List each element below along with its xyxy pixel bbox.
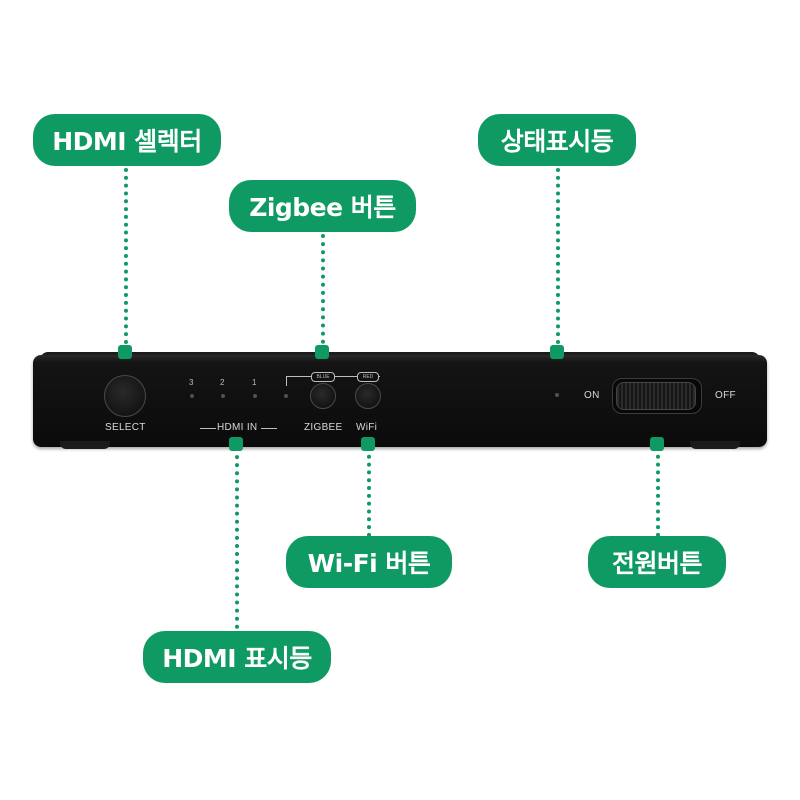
power-switch-knob[interactable] — [616, 382, 696, 410]
port-number-1: 1 — [252, 378, 257, 387]
anchor-dot-status-led — [550, 345, 564, 359]
select-button[interactable] — [104, 375, 146, 417]
select-label: SELECT — [105, 422, 146, 433]
anchor-dot-hdmi-selector — [118, 345, 132, 359]
anchor-dot-wifi-button — [361, 437, 375, 451]
device-foot-right — [690, 441, 740, 449]
hdmi-led-2 — [221, 394, 225, 398]
port-number-3: 3 — [189, 378, 194, 387]
device-foot-left — [60, 441, 110, 449]
leader-zigbee-button — [321, 234, 325, 352]
zigbee-status-led — [284, 394, 288, 398]
hdmi-led-1 — [253, 394, 257, 398]
callout-power-button: 전원버튼 — [588, 536, 726, 588]
leader-hdmi-selector — [124, 168, 128, 352]
tag-bracket-drop — [286, 376, 287, 386]
power-off-label: OFF — [715, 390, 736, 401]
power-on-label: ON — [584, 390, 600, 401]
hdmi-in-label: HDMI IN — [217, 422, 258, 433]
anchor-dot-power-button — [650, 437, 664, 451]
leader-wifi-button — [367, 447, 371, 537]
zigbee-button[interactable] — [310, 383, 336, 409]
callout-hdmi-selector: HDMI 셀렉터 — [33, 114, 221, 166]
callout-hdmi-led: HDMI 표시등 — [143, 631, 331, 683]
blue-tag: BLUE — [311, 372, 335, 382]
leader-power-button — [656, 447, 660, 537]
callout-status-led: 상태표시등 — [478, 114, 636, 166]
wifi-label: WiFi — [356, 422, 378, 433]
port-number-2: 2 — [220, 378, 225, 387]
callout-wifi-button: Wi-Fi 버튼 — [286, 536, 452, 588]
callout-zigbee-button: Zigbee 버튼 — [229, 180, 416, 232]
hdmi-in-line-right — [261, 428, 277, 429]
hdmi-led-3 — [190, 394, 194, 398]
anchor-dot-zigbee-button — [315, 345, 329, 359]
anchor-dot-hdmi-led — [229, 437, 243, 451]
wifi-button[interactable] — [355, 383, 381, 409]
leader-status-led — [556, 168, 560, 352]
hdmi-in-line-left — [200, 428, 216, 429]
red-tag: RED — [357, 372, 379, 382]
status-led — [555, 393, 559, 397]
power-switch[interactable] — [612, 378, 702, 414]
leader-hdmi-led — [235, 447, 239, 629]
zigbee-label: ZIGBEE — [304, 422, 343, 433]
